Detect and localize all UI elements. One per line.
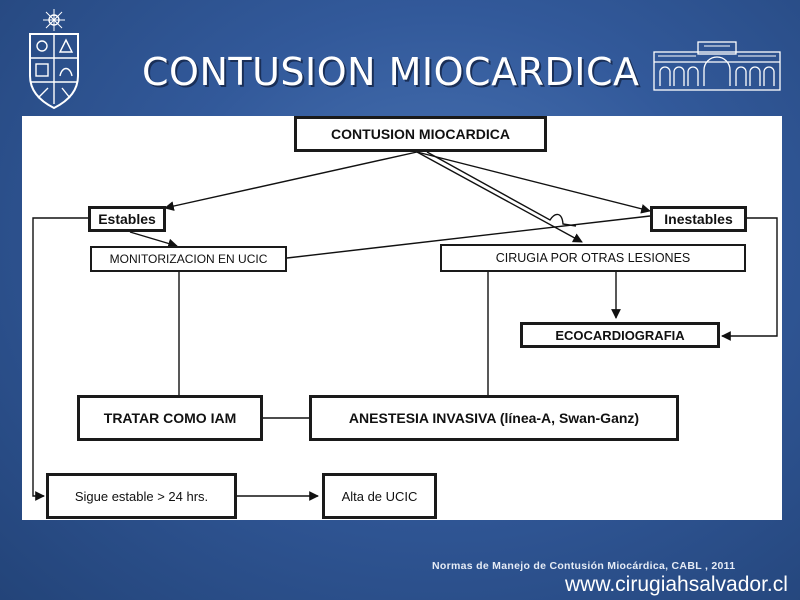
citation-text: Normas de Manejo de Contusión Miocárdica…: [432, 560, 736, 572]
node-contusion-miocardica: CONTUSION MIOCARDICA: [294, 116, 547, 152]
edge-inestables-eco: [721, 217, 778, 341]
slide-title: CONTUSION MIOCARDICA: [142, 50, 640, 94]
node-estables: Estables: [88, 206, 166, 232]
edge-root-estables: [164, 151, 418, 211]
node-monitorizacion-ucic: MONITORIZACION EN UCIC: [90, 246, 287, 272]
flowchart-connectors: [32, 151, 778, 501]
node-alta-ucic: Alta de UCIC: [322, 473, 437, 519]
edge-estables-sigue: [32, 217, 88, 501]
node-sigue-estable: Sigue estable > 24 hrs.: [46, 473, 237, 519]
university-crest-icon: [29, 9, 79, 110]
edge-root-cirugia: [416, 151, 583, 243]
website-url: www.cirugiahsalvador.cl: [565, 573, 788, 596]
node-tratar-como-iam: TRATAR COMO IAM: [77, 395, 263, 441]
edge-monitorizacion-inestables: [286, 215, 651, 259]
edge-root-inestables: [416, 151, 651, 214]
node-cirugia-otras-lesiones: CIRUGIA POR OTRAS LESIONES: [440, 244, 746, 272]
node-ecocardiografia: ECOCARDIOGRAFIA: [520, 322, 720, 348]
flowchart-panel: CONTUSION MIOCARDICA Estables Inestables…: [22, 116, 782, 520]
edge-root-cross: [426, 151, 577, 227]
building-facade-icon: [653, 41, 781, 91]
edge-estables-monitorizacion: [129, 231, 178, 249]
node-inestables: Inestables: [650, 206, 747, 232]
node-anestesia-invasiva: ANESTESIA INVASIVA (línea-A, Swan-Ganz): [309, 395, 679, 441]
